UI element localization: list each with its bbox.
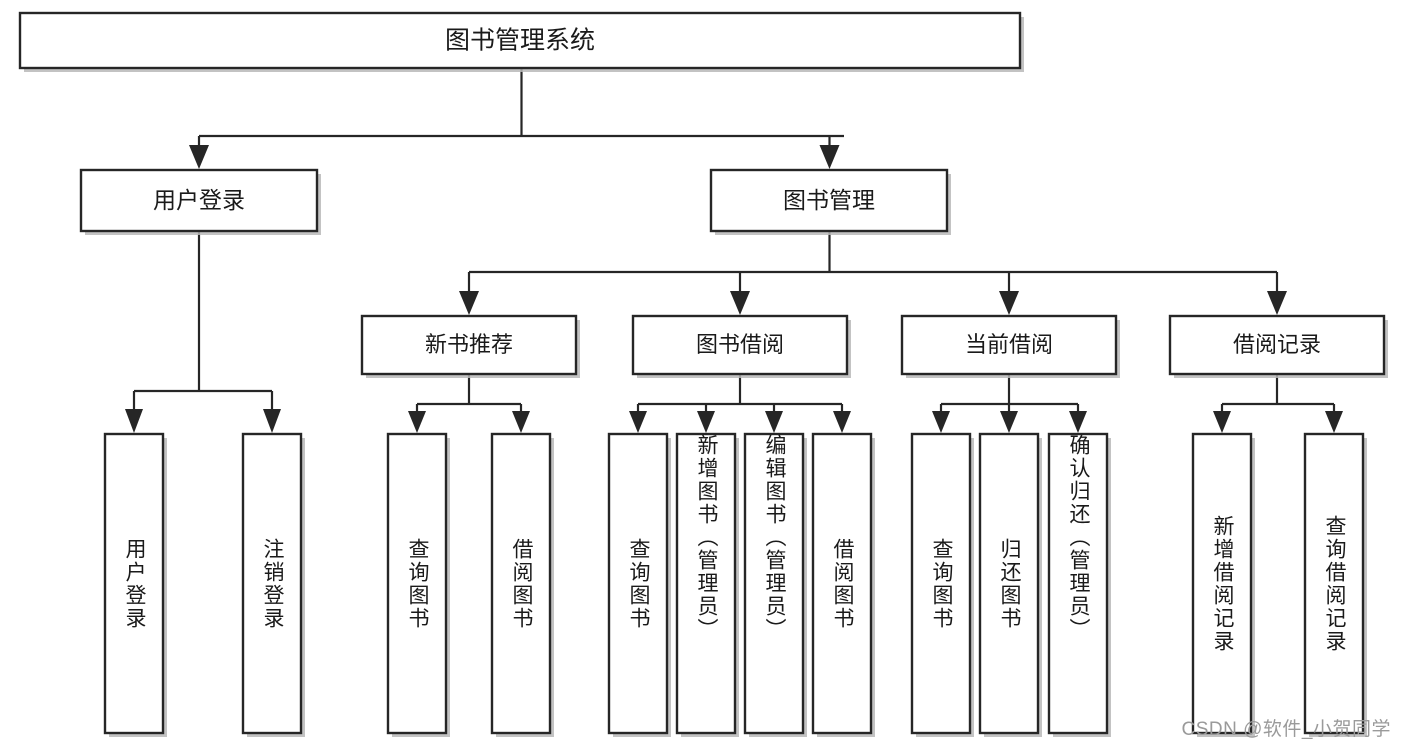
leaf-add-record-rect[interactable] [1191,432,1253,735]
edges-borrowrecord-to-leaves [1213,375,1343,433]
edges-newbook-to-leaves [408,375,530,433]
leaf-return-book-rect[interactable] [978,432,1040,735]
node-leaf-add-book[interactable] [675,432,739,737]
new-book-recommend-rect[interactable] [360,314,578,376]
arrow-to-leaf-borrow-2 [833,411,851,433]
leaf-borrow-book-2-rect[interactable] [811,432,873,735]
node-current-borrow[interactable]: 当前借阅 [900,314,1120,378]
arrow-to-current-borrow [999,291,1019,315]
arrow-to-leaf-edit-book [765,411,783,433]
node-book-management[interactable]: 图书管理 [709,168,951,235]
user-login-rect[interactable] [79,168,319,233]
leaf-add-book-rect[interactable] [675,432,737,735]
node-leaf-borrow-book-2[interactable] [811,432,875,737]
book-borrow-rect[interactable] [631,314,849,376]
arrow-to-leaf-user-login [125,409,143,433]
current-borrow-rect[interactable] [900,314,1118,376]
arrow-to-leaf-query-record [1325,411,1343,433]
arrow-to-borrow-record [1267,291,1287,315]
leaf-borrow-book-1-rect[interactable] [490,432,552,735]
node-leaf-query-book-2[interactable] [607,432,671,737]
arrow-to-leaf-borrow-1 [512,411,530,433]
arrow-to-new-book [459,291,479,315]
leaf-confirm-return-rect[interactable] [1047,432,1109,735]
node-leaf-user-login[interactable] [103,432,167,737]
leaf-query-book-1-rect[interactable] [386,432,448,735]
node-borrow-record[interactable]: 借阅记录 [1168,314,1388,378]
arrow-to-user-login [189,145,209,169]
book-management-rect[interactable] [709,168,949,233]
arrow-to-leaf-query-2 [629,411,647,433]
edges-bookmgmt-to-level3 [459,232,1287,315]
node-leaf-return-book[interactable] [978,432,1042,737]
leaf-edit-book-rect[interactable] [743,432,805,735]
edges-bookborrow-to-leaves [629,375,851,433]
arrow-to-leaf-logout [263,409,281,433]
current-borrow-label: 当前借阅 [965,332,1053,357]
leaf-query-record-rect[interactable] [1303,432,1365,735]
node-book-borrow[interactable]: 图书借阅 [631,314,851,378]
edges-userlogin-to-leaves [125,232,281,433]
arrow-to-leaf-add-record [1213,411,1231,433]
borrow-record-rect[interactable] [1168,314,1386,376]
book-management-label: 图书管理 [783,187,875,213]
node-leaf-query-record[interactable] [1303,432,1367,737]
node-leaf-confirm-return[interactable] [1047,432,1111,737]
leaf-query-book-2-rect[interactable] [607,432,669,735]
arrow-to-leaf-add-book [697,411,715,433]
node-leaf-edit-book[interactable] [743,432,807,737]
leaf-query-book-3-rect[interactable] [910,432,972,735]
new-book-recommend-label: 新书推荐 [425,332,513,357]
node-leaf-query-book-1[interactable] [386,432,450,737]
arrow-to-leaf-query-1 [408,411,426,433]
root-label: 图书管理系统 [445,27,595,55]
node-new-book-recommend[interactable]: 新书推荐 [360,314,580,378]
arrow-to-book-management [819,145,840,169]
edges-root-to-level2 [189,69,844,169]
node-user-login[interactable]: 用户登录 [79,168,321,235]
node-root[interactable]: 图书管理系统 [18,11,1024,72]
borrow-record-label: 借阅记录 [1233,332,1321,357]
arrow-to-leaf-query-3 [932,411,950,433]
user-login-label: 用户登录 [153,187,245,213]
edges-currentborrow-to-leaves [932,375,1087,433]
leaf-user-login-rect[interactable] [103,432,165,735]
node-leaf-borrow-book-1[interactable] [490,432,554,737]
arrow-to-book-borrow [730,291,750,315]
node-leaf-logout-login[interactable] [241,432,305,737]
arrow-to-leaf-confirm-return [1069,411,1087,433]
node-leaf-query-book-3[interactable] [910,432,974,737]
root-rect[interactable] [18,11,1022,70]
leaf-logout-login-rect[interactable] [241,432,303,735]
arrow-to-leaf-return-book [1000,411,1018,433]
book-borrow-label: 图书借阅 [696,332,784,357]
node-leaf-add-record[interactable] [1191,432,1255,737]
